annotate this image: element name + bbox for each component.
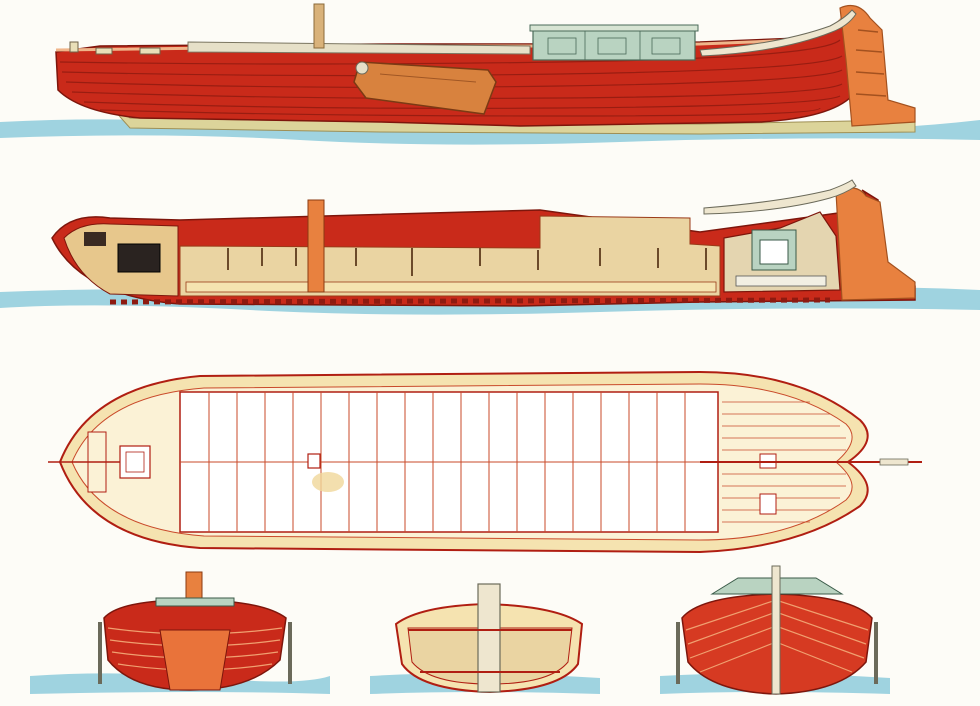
bow-stove: [84, 232, 161, 273]
stern-transom: [159, 629, 231, 691]
aft-hatch-2: [759, 493, 777, 515]
aft-bunk: [735, 275, 827, 287]
deckhouse: [532, 27, 696, 61]
section-tiller: [703, 179, 857, 215]
deck-stain: [312, 472, 344, 492]
section-mast: [307, 199, 325, 293]
cross-section-view: [370, 583, 600, 694]
stern-post: [839, 5, 916, 127]
longitudinal-section-view: [0, 179, 980, 315]
aft-cabin-window: [759, 239, 789, 265]
bow-hatch: [119, 445, 151, 479]
plan-tiller-grip: [879, 458, 909, 466]
side-elevation-view: [0, 3, 980, 145]
bow-end-view: [660, 565, 890, 695]
leeboard: [353, 61, 497, 115]
hull-planking: [59, 39, 843, 117]
tiller: [699, 9, 857, 57]
bow-hatch-inner: [125, 451, 145, 473]
deck-beams: [227, 248, 707, 276]
stern-rail: [155, 597, 235, 607]
deck-plan-view: [48, 370, 922, 554]
section-stern: [835, 187, 916, 301]
stern-ironwork: [855, 29, 887, 97]
cross-mast: [477, 583, 501, 693]
hold-floor: [185, 281, 717, 293]
bow-stem: [771, 565, 781, 695]
deckhouse-panels: [547, 31, 681, 60]
bow-fittings: [69, 41, 161, 55]
hatch-boards: [180, 392, 718, 532]
mast-step: [307, 453, 321, 469]
deckhouse-roof: [529, 24, 699, 32]
hatch-covers: [187, 41, 531, 55]
stern-end-view: [30, 571, 330, 694]
mast: [313, 3, 325, 49]
